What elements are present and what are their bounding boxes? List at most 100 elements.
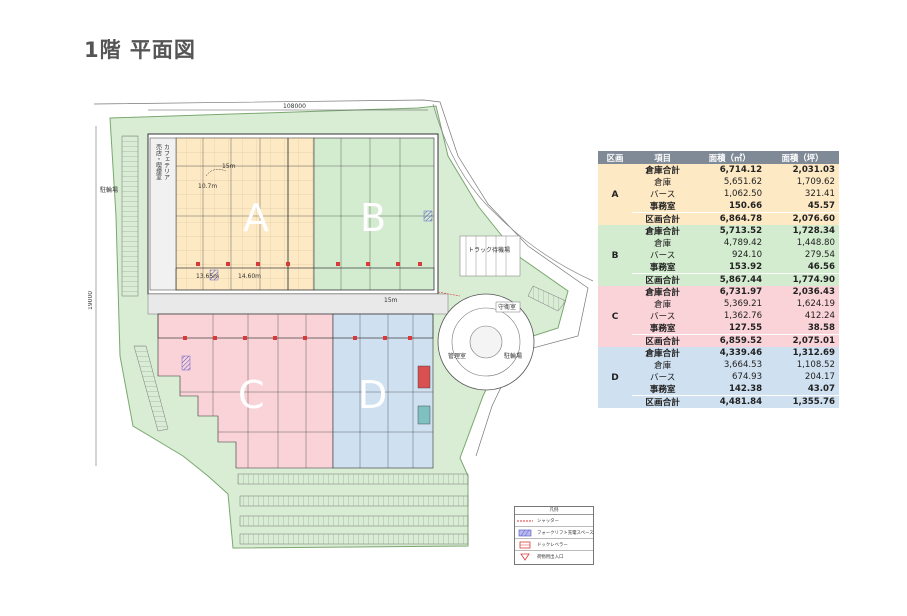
tsubo-cell: 1,448.80 bbox=[796, 238, 835, 248]
parking-left-diagonal bbox=[133, 345, 169, 432]
road-curve bbox=[432, 103, 594, 282]
table-row: 倉庫 5,369.21 1,624.19 bbox=[598, 298, 839, 310]
guard-room-label: 守衛室 bbox=[498, 303, 516, 311]
parking-bottom-2 bbox=[239, 495, 469, 507]
legend-title: 凡例 bbox=[515, 507, 593, 515]
dim-13-65: 13.65m bbox=[196, 273, 219, 280]
tsubo-cell: 1,108.52 bbox=[796, 360, 835, 370]
item-cell: 倉庫 bbox=[654, 239, 672, 249]
zone-b-area bbox=[313, 137, 435, 291]
table-row: バース 1,062.50 321.41 bbox=[598, 188, 839, 200]
zone-cell: C bbox=[611, 311, 619, 322]
tsubo-cell: 46.56 bbox=[807, 262, 835, 272]
bicycle-parking-label: 駐輪場 bbox=[504, 352, 522, 360]
zone-cell: A bbox=[611, 189, 619, 200]
table-row: 事務室 150.66 45.57 bbox=[598, 200, 839, 213]
area-table-header: 区画 項目 面積（㎡） 面積（坪） bbox=[598, 151, 839, 164]
floor-plan: 108000 19000 駐輪場 カフェテリア 売店・喫煙室 15m 10.7m… bbox=[88, 99, 594, 549]
tsubo-cell: 1,709.62 bbox=[796, 177, 835, 187]
hatched-box-icon bbox=[515, 528, 535, 537]
m2-cell: 6,731.97 bbox=[719, 287, 763, 297]
dim-14-60: 14.60m bbox=[238, 273, 261, 280]
parking-left-strip bbox=[121, 135, 139, 297]
legend-item: ドックレベラー bbox=[515, 539, 593, 551]
cafeteria-label: カフェテリア bbox=[163, 144, 170, 180]
zone-cell: D bbox=[611, 372, 619, 383]
item-cell: バース bbox=[649, 190, 676, 200]
legend-item-label: フォークリフト充電スペース bbox=[537, 530, 594, 536]
item-cell: 事務室 bbox=[649, 202, 676, 212]
tsubo-cell: 43.07 bbox=[807, 384, 835, 394]
m2-cell: 6,859.52 bbox=[693, 334, 767, 347]
m2-cell: 153.92 bbox=[728, 262, 763, 272]
tsubo-cell: 45.57 bbox=[807, 201, 835, 211]
tsubo-cell: 38.58 bbox=[807, 323, 835, 333]
triangle-down-icon bbox=[515, 552, 535, 561]
table-row: B 倉庫合計 5,713.52 1,728.34 bbox=[598, 225, 839, 261]
tsubo-cell: 279.54 bbox=[804, 250, 835, 260]
m2-cell: 5,651.62 bbox=[723, 177, 763, 187]
tsubo-cell: 1,774.90 bbox=[766, 273, 839, 286]
dim-10-7: 10.7m bbox=[198, 183, 217, 190]
berth-south bbox=[157, 313, 434, 339]
m2-cell: 150.66 bbox=[728, 201, 763, 211]
m2-cell: 127.55 bbox=[728, 323, 763, 333]
tsubo-cell: 321.41 bbox=[804, 189, 835, 199]
central-yard bbox=[147, 293, 449, 315]
m2-cell: 924.10 bbox=[732, 250, 763, 260]
item-cell: 倉庫 bbox=[654, 178, 672, 188]
parking-bottom-3 bbox=[239, 515, 469, 527]
legend-item-label: シャッター bbox=[537, 518, 559, 524]
item-cell: 区画合計 bbox=[632, 212, 694, 225]
parking-left-label: 駐輪場 bbox=[100, 186, 118, 194]
tsubo-cell: 2,075.01 bbox=[766, 334, 839, 347]
header-zone: 区画 bbox=[598, 151, 632, 164]
item-cell: 倉庫 bbox=[654, 300, 672, 310]
item-cell: 倉庫合計 bbox=[645, 349, 680, 359]
m2-cell: 4,339.46 bbox=[719, 348, 763, 358]
parking-bottom-1 bbox=[237, 473, 469, 485]
truck-waiting-area bbox=[459, 235, 521, 277]
item-cell: 区画合計 bbox=[632, 395, 694, 408]
item-cell: 事務室 bbox=[649, 385, 676, 395]
berth-north bbox=[175, 267, 435, 291]
m2-cell: 5,369.21 bbox=[723, 299, 763, 309]
zone-d-label: D bbox=[358, 373, 387, 417]
m2-cell: 5,713.52 bbox=[719, 226, 763, 236]
tsubo-cell: 2,036.43 bbox=[792, 287, 835, 297]
m2-cell: 1,362.76 bbox=[723, 311, 763, 321]
header-item: 項目 bbox=[632, 151, 694, 164]
office-d bbox=[417, 365, 431, 389]
item-cell: バース bbox=[649, 312, 676, 322]
m2-cell: 3,664.53 bbox=[723, 360, 763, 370]
dimension-left: 19000 bbox=[88, 291, 94, 310]
dimension-top: 108000 bbox=[283, 103, 306, 110]
forklift-space-a bbox=[209, 269, 219, 281]
m2-cell: 1,062.50 bbox=[723, 189, 763, 199]
m2-cell: 674.93 bbox=[732, 372, 763, 382]
item-cell: バース bbox=[649, 373, 676, 383]
parking-right-diagonal bbox=[527, 285, 567, 312]
zone-c-label: C bbox=[238, 373, 265, 417]
office-d-2 bbox=[417, 405, 431, 425]
dock-leveler-icon bbox=[515, 540, 535, 549]
zone-a-label: A bbox=[243, 196, 269, 240]
tsubo-cell: 1,728.34 bbox=[792, 226, 835, 236]
tsubo-cell: 2,076.60 bbox=[766, 212, 839, 225]
item-cell: 倉庫合計 bbox=[645, 227, 680, 237]
item-cell: 区画合計 bbox=[632, 273, 694, 286]
forklift-space-b bbox=[423, 210, 433, 222]
management-room-label: 管理室 bbox=[448, 352, 466, 360]
zone-cell: B bbox=[611, 250, 619, 261]
item-cell: 区画合計 bbox=[632, 334, 694, 347]
tsubo-cell: 1,624.19 bbox=[796, 299, 835, 309]
page-title: 1階 平面図 bbox=[84, 38, 196, 62]
